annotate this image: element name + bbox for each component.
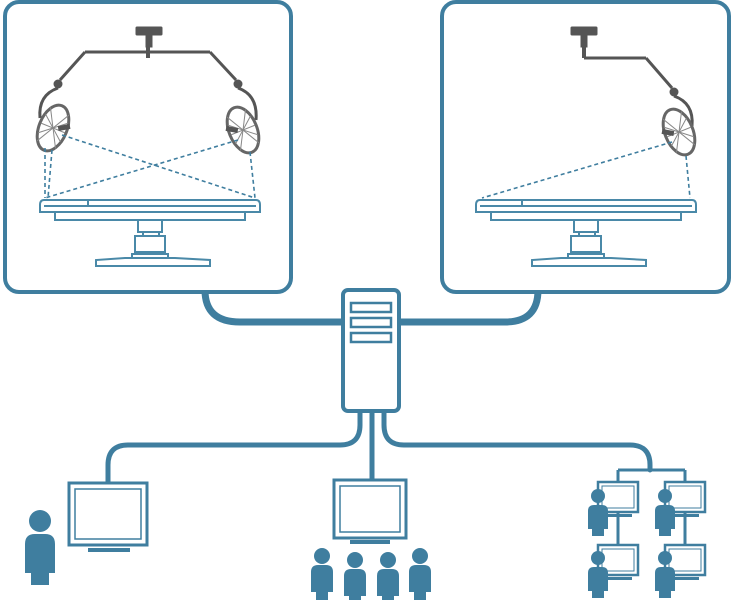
lamp-arm-right <box>208 50 258 121</box>
person-icon <box>344 552 366 600</box>
group-viewer <box>311 478 431 600</box>
person-icon <box>588 551 608 598</box>
lamp-arm-right <box>644 57 694 127</box>
lamp-arm-left <box>38 51 87 119</box>
surgical-lamp-icon <box>35 103 71 153</box>
drive-bay <box>349 301 393 314</box>
drive-bay <box>349 316 393 329</box>
operating-room-left <box>35 26 261 267</box>
single-viewer <box>25 481 149 585</box>
person-icon <box>311 548 333 600</box>
endpoint-cables <box>105 407 653 488</box>
operating-table-icon <box>475 199 697 267</box>
person-icon <box>655 551 675 598</box>
operating-table-icon <box>39 199 261 267</box>
network-viewers <box>588 468 707 598</box>
monitor-icon <box>332 478 408 544</box>
monitor-icon <box>67 481 149 552</box>
person-icon <box>377 552 399 600</box>
person-icon <box>655 489 675 536</box>
person-icon <box>588 489 608 536</box>
server-icon <box>341 288 401 413</box>
cable-network-viewers <box>381 407 653 473</box>
cable-left-room <box>201 286 349 326</box>
person-icon <box>409 548 431 600</box>
light-beams-left <box>44 134 256 199</box>
cable-right-room <box>396 286 542 326</box>
ceiling-mount <box>85 26 210 58</box>
drive-bay <box>349 331 393 344</box>
ceiling-mount <box>570 26 646 60</box>
cable-single-viewer <box>105 407 363 488</box>
surgical-lamp-icon <box>661 107 697 157</box>
monitor-icon <box>596 480 640 517</box>
operating-room-right <box>475 26 697 267</box>
person-icon <box>25 510 55 585</box>
light-beams-right <box>481 141 691 199</box>
network-cables <box>201 286 542 326</box>
